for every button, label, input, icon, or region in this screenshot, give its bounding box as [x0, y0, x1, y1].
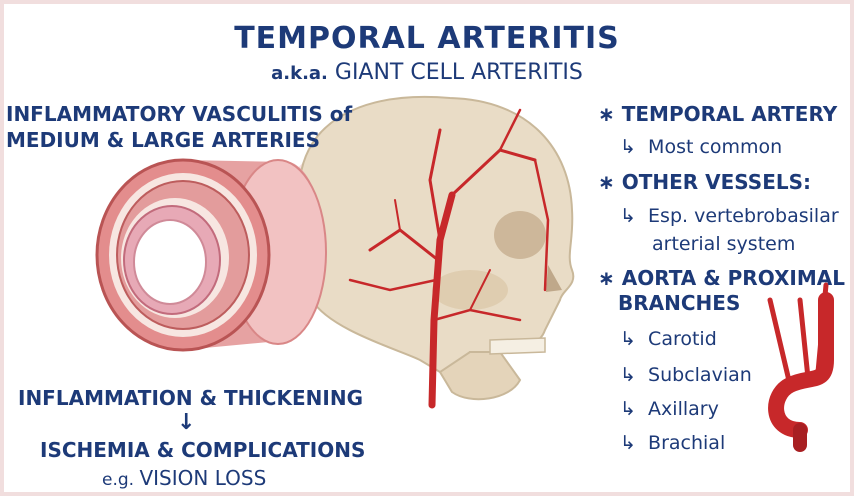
sub-arrow-icon: ↳	[620, 328, 636, 350]
sub-label: Brachial	[648, 432, 726, 454]
sub-most-common: ↳ Most common	[620, 138, 782, 157]
sub-label: Subclavian	[648, 364, 752, 386]
sub-arrow-icon: ↳	[620, 398, 636, 420]
sub-label: Most common	[648, 136, 783, 158]
aortic-arch-icon	[767, 282, 834, 452]
sub-arterial-system: arterial system	[652, 233, 796, 255]
skull-teeth	[489, 337, 546, 355]
down-arrow-icon: ↓	[177, 410, 196, 435]
subtitle-main: GIANT CELL ARTERITIS	[334, 60, 583, 85]
process-ischemia: ISCHEMIA & COMPLICATIONS	[40, 438, 366, 462]
sub-subclavian: ↳ Subclavian	[620, 366, 752, 385]
sub-label: Carotid	[648, 328, 717, 350]
bullet-label: OTHER VESSELS:	[621, 170, 812, 194]
example-text: VISION LOSS	[139, 466, 267, 490]
sub-brachial: ↳ Brachial	[620, 434, 725, 453]
sub-arrow-icon: ↳	[620, 205, 636, 227]
bullet-aorta: ∗ AORTA & PROXIMAL	[598, 268, 845, 288]
bullet-temporal-artery: ∗ TEMPORAL ARTERY	[598, 104, 837, 124]
asterisk-icon: ∗	[598, 170, 615, 194]
sub-label: Axillary	[648, 398, 719, 420]
skull-cheek	[432, 270, 508, 310]
skull-cranium	[297, 95, 575, 375]
page-title: TEMPORAL ARTERITIS	[234, 21, 620, 56]
asterisk-icon: ∗	[598, 266, 615, 290]
left-heading-line2: MEDIUM & LARGE ARTERIES	[6, 128, 320, 152]
bullet-label: TEMPORAL ARTERY	[621, 102, 838, 126]
sub-arrow-icon: ↳	[620, 432, 636, 454]
example-line: e.g. VISION LOSS	[102, 468, 266, 489]
sub-label: Esp. vertebrobasilar	[648, 205, 839, 227]
page-subtitle: a.k.a. GIANT CELL ARTERITIS	[0, 62, 854, 84]
sub-vertebrobasilar: ↳ Esp. vertebrobasilar	[620, 207, 839, 226]
sub-axillary: ↳ Axillary	[620, 400, 719, 419]
bullet-other-vessels: ∗ OTHER VESSELS:	[598, 172, 811, 192]
skull-orbit	[494, 211, 546, 259]
sub-carotid: ↳ Carotid	[620, 330, 717, 349]
skull-nasal	[546, 265, 562, 292]
sub-arrow-icon: ↳	[620, 136, 636, 158]
skull-jaw	[438, 351, 522, 401]
process-inflammation: INFLAMMATION & THICKENING	[18, 386, 363, 410]
temporal-arteries	[348, 108, 550, 409]
skull-illustration-icon	[297, 95, 575, 401]
bullet-label: AORTA & PROXIMAL	[621, 266, 845, 290]
vessel-lumen	[133, 219, 207, 305]
left-heading-line1: INFLAMMATORY VASCULITIS of	[6, 102, 353, 126]
asterisk-icon: ∗	[598, 102, 615, 126]
vessel-cross-section-icon	[95, 158, 327, 352]
sub-arrow-icon: ↳	[620, 364, 636, 386]
bullet-aorta-line2: BRANCHES	[618, 291, 741, 315]
example-prefix: e.g.	[102, 470, 135, 490]
subtitle-prefix: a.k.a.	[271, 63, 328, 84]
